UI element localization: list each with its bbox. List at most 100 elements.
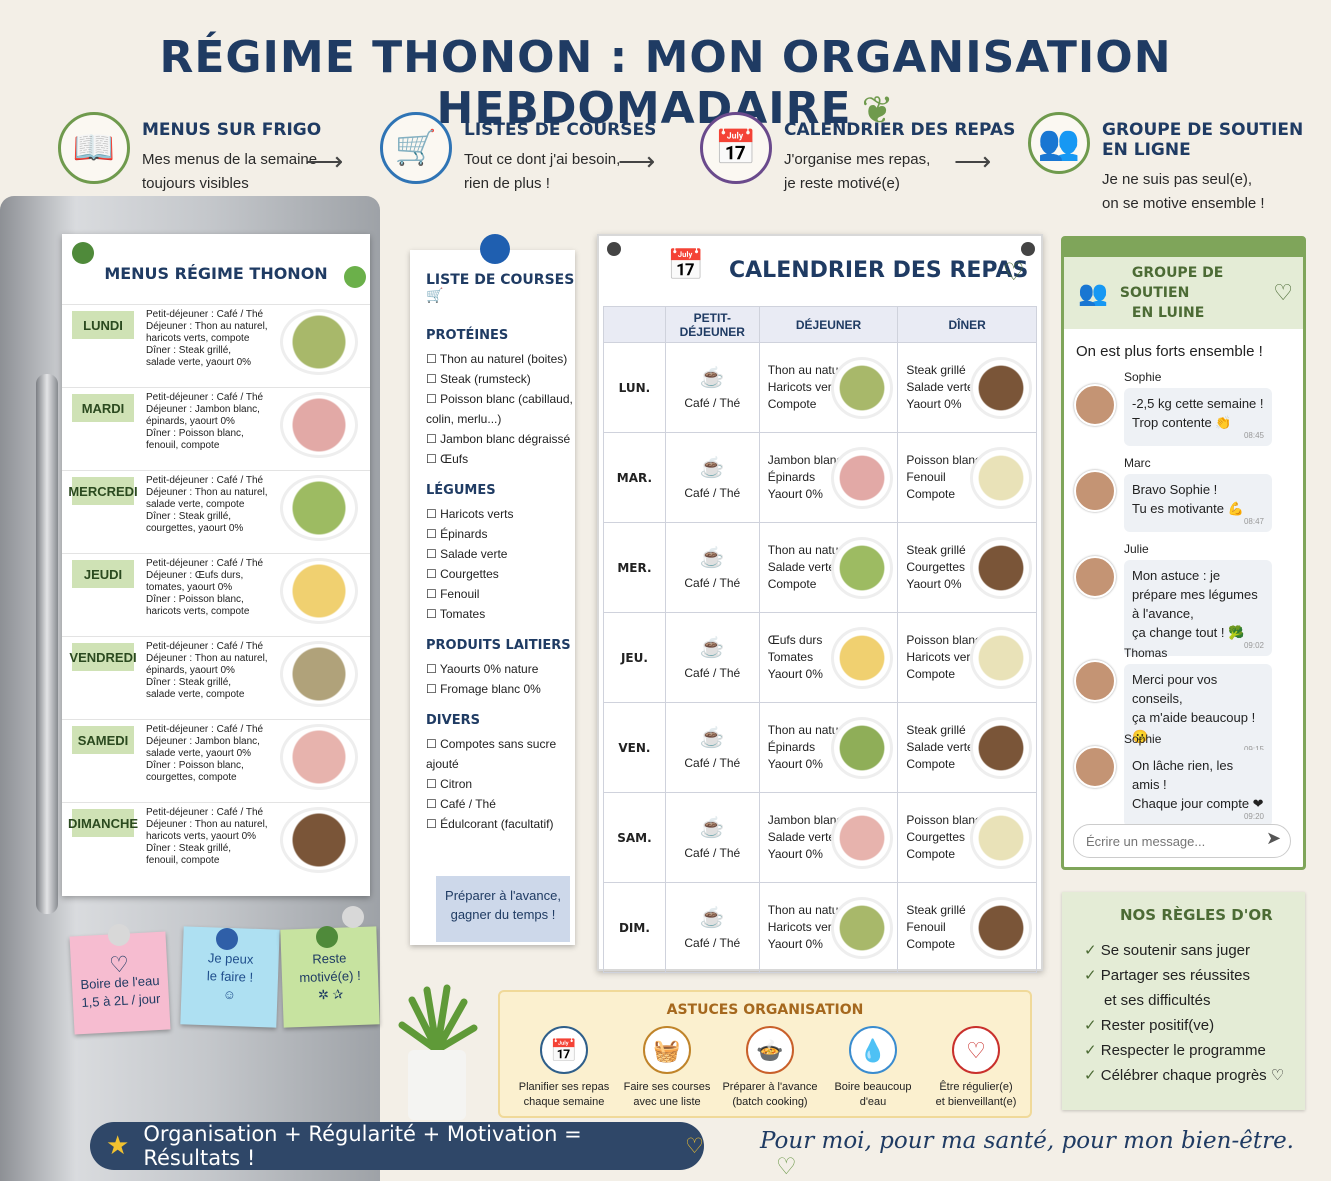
sender-name: Julie	[1124, 542, 1149, 556]
meal-line: Thon au naturel	[767, 363, 852, 377]
tips-title: ASTUCES ORGANISATION	[666, 1002, 864, 1018]
tip-text: Faire ses courses	[623, 1081, 711, 1093]
shop-item[interactable]: ☐ Jambon blanc dégraissé	[426, 432, 571, 446]
cup-icon: ☕	[699, 817, 725, 839]
rule-item: et ses difficultés	[1104, 992, 1211, 1009]
meal-line: haricots verts, compote	[146, 333, 250, 344]
message-line: ça m'aide beaucoup ! 🙂	[1132, 710, 1256, 744]
breakfast-cell: ☕Café / Thé	[664, 612, 760, 703]
day-label: MER.	[603, 522, 666, 613]
meal-line: Steak grillé	[906, 903, 966, 917]
pin-icon	[342, 906, 364, 928]
shop-item[interactable]: ☐ Édulcorant (facultatif)	[426, 817, 554, 831]
breakfast-text: Café / Thé	[684, 756, 741, 770]
status-bar	[1064, 239, 1303, 257]
tip-text: Planifier ses repas	[518, 1081, 610, 1093]
shop-item[interactable]: ☐ Haricots verts	[426, 507, 514, 521]
heart-icon: ♡	[952, 1026, 1000, 1074]
meal-line: Poisson blanc	[906, 633, 982, 647]
message-line: Merci pour vos conseils,	[1132, 672, 1218, 706]
shop-item[interactable]: ☐ Steak (rumsteck)	[426, 372, 531, 386]
signature-text: Pour moi, pour ma santé, pour mon bien-ê…	[760, 1128, 1294, 1154]
shop-item[interactable]: ☐ Thon au naturel (boites)	[426, 352, 568, 366]
meal-line: salade verte, yaourt 0%	[146, 357, 252, 368]
dish-image	[831, 717, 894, 779]
shop-item[interactable]: ☐ Fromage blanc 0%	[426, 682, 541, 696]
message-bubble: Merci pour vos conseils, ça m'aide beauco…	[1124, 664, 1272, 760]
water-drop-icon: 💧	[849, 1026, 897, 1074]
shop-item[interactable]: ☐ Salade verte	[426, 547, 508, 561]
step-desc: Mes menus de la semaine	[142, 151, 318, 168]
shop-item[interactable]: ☐ Poisson blanc (cabillaud,	[426, 392, 573, 406]
step-desc: Je ne suis pas seul(e),	[1102, 171, 1253, 188]
meal-line: salade verte, yaourt 0%	[146, 748, 252, 759]
meal-line: Déjeuner : Jambon blanc,	[146, 404, 260, 415]
meal-line: Fenouil	[906, 470, 946, 484]
shop-item[interactable]: ☐ Tomates	[426, 607, 486, 621]
breakfast-text: Café / Thé	[684, 666, 741, 680]
meal-line: fenouil, compote	[146, 855, 220, 866]
meal-line: fenouil, compote	[146, 440, 220, 451]
message-input[interactable]	[1073, 824, 1291, 858]
shop-item[interactable]: ☐ Œufs	[426, 452, 469, 466]
meal-line: Petit-déjeuner : Café / Thé	[146, 475, 264, 486]
day-label: VEN.	[603, 702, 666, 793]
rule-item: Célébrer chaque progrès ♡	[1084, 1063, 1305, 1088]
tip-text: chaque semaine	[523, 1096, 605, 1108]
shop-item[interactable]: ☐ Épinards	[426, 527, 488, 541]
shopping-title: LISTE DE COURSES 🛒	[426, 272, 575, 304]
col-header: DÉJEUNER	[758, 306, 899, 343]
breakfast-cell: ☕Café / Thé	[664, 702, 760, 793]
sender-name: Marc	[1124, 456, 1151, 470]
meal-line: Déjeuner : Thon au naturel,	[146, 321, 268, 332]
meal-line: Dîner : Steak grillé,	[146, 677, 232, 688]
dish-image	[970, 627, 1032, 689]
day-badge: JEUDI	[72, 560, 134, 588]
meal-line: Déjeuner : Œufs durs,	[146, 570, 244, 581]
dish-image	[970, 537, 1032, 599]
shop-item[interactable]: ☐ Citron	[426, 777, 473, 791]
shop-item[interactable]: ☐ Fenouil	[426, 587, 480, 601]
meal-line: Courgettes	[906, 560, 966, 574]
meal-line: Yaourt 0%	[767, 667, 823, 681]
shop-item[interactable]: ☐ Café / Thé	[426, 797, 496, 811]
meal-line: salade verte, compote	[146, 499, 245, 510]
dish-image	[831, 897, 894, 959]
cup-icon: ☕	[699, 457, 725, 479]
shop-item[interactable]: ajouté	[426, 757, 459, 771]
meal-line: Haricots verts	[767, 380, 842, 394]
star-icon: ★	[106, 1131, 130, 1161]
shop-item[interactable]: colin, merlu...)	[426, 412, 502, 426]
chat-message: Sophie-2,5 kg cette semaine !Trop conten…	[1064, 370, 1303, 456]
dish-image	[831, 357, 894, 419]
meal-line: Haricots verts	[906, 650, 980, 664]
meal-line: Yaourt 0%	[767, 847, 823, 861]
meal-line: Jambon blanc	[767, 453, 843, 467]
shop-item[interactable]: ☐ Courgettes	[426, 567, 499, 581]
step-desc: je reste motivé(e)	[784, 175, 900, 192]
dish-image	[280, 558, 358, 624]
meal-line: Poisson blanc	[906, 813, 982, 827]
shop-section-title: PRODUITS LAITIERS	[426, 638, 571, 653]
meal-line: Épinards	[767, 740, 816, 754]
calendar-icon: 📅	[667, 249, 705, 282]
meal-line: Petit-déjeuner : Café / Thé	[146, 724, 264, 735]
book-icon: 📖	[58, 112, 130, 184]
day-label: JEU.	[603, 612, 666, 703]
shop-item[interactable]: ☐ Yaourts 0% nature	[426, 662, 539, 676]
shop-item[interactable]: ☐ Compotes sans sucre	[426, 737, 557, 751]
send-icon[interactable]: ➤	[1266, 828, 1282, 848]
arrow-icon: ⟶	[306, 146, 344, 176]
